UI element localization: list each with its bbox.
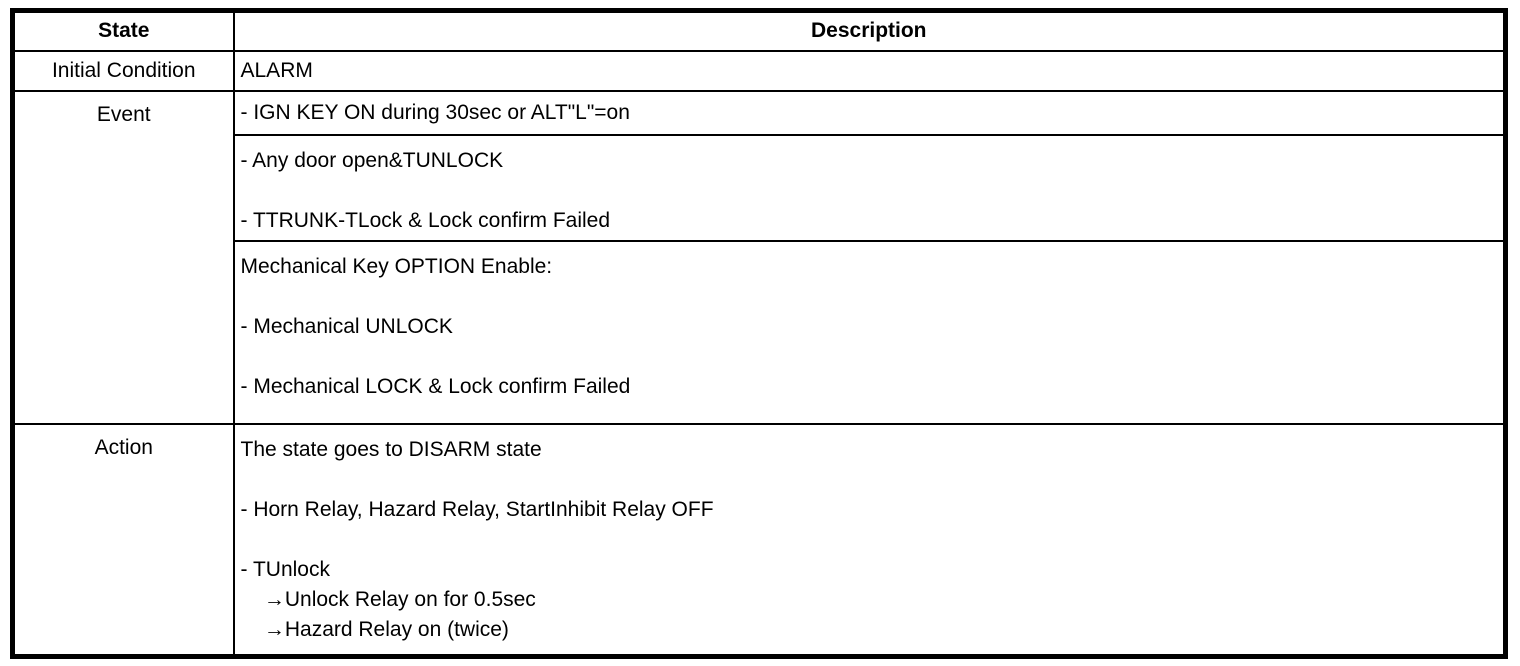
- blank-line: [241, 525, 1496, 555]
- description-line: Mechanical Key OPTION Enable:: [240, 254, 553, 278]
- table-row: - Any door open&TUNLOCK - TTRUNK-TLock &…: [13, 133, 1507, 242]
- state-column-header: State: [11, 9, 235, 52]
- description-line: The state goes to DISARM state: [240, 437, 542, 461]
- description-line arrow-line: →Hazard Relay on (twice): [240, 617, 509, 641]
- row-label-text: Action: [94, 435, 153, 459]
- event-label: Event: [11, 89, 235, 425]
- description-line: - Horn Relay, Hazard Relay, StartInhibit…: [240, 497, 714, 521]
- description-line: - Any door open&TUNLOCK: [240, 148, 504, 172]
- row-label-text: Initial Condition: [51, 58, 196, 82]
- row-label-text: Event: [96, 102, 151, 126]
- table-row: Mechanical Key OPTION Enable: - Mechanic…: [13, 239, 1507, 425]
- table-row: Initial Condition ALARM: [11, 49, 1507, 92]
- table-header-row: State Description: [11, 9, 1507, 52]
- action-cell: The state goes to DISARM state - Horn Re…: [232, 422, 1507, 658]
- description-line: - Mechanical LOCK & Lock confirm Failed: [240, 374, 631, 398]
- blank-line: [241, 176, 1496, 206]
- description-column-header: Description: [232, 9, 1507, 52]
- table-row: Action The state goes to DISARM state - …: [11, 422, 1507, 658]
- description-text: ALARM: [240, 58, 313, 82]
- description-line: - Mechanical UNLOCK: [240, 314, 453, 338]
- description-text: - IGN KEY ON during 30sec or ALT"L"=on: [240, 100, 630, 124]
- action-label: Action: [11, 422, 235, 658]
- blank-line: [241, 465, 1496, 495]
- event-cell-2: - Any door open&TUNLOCK - TTRUNK-TLock &…: [232, 133, 1507, 242]
- table-row: Event - IGN KEY ON during 30sec or ALT"L…: [11, 89, 1507, 425]
- initial-condition-value-cell: ALARM: [232, 49, 1507, 92]
- blank-line: [241, 282, 1496, 312]
- event-cell-1: - IGN KEY ON during 30sec or ALT"L"=on: [232, 89, 1507, 136]
- blank-line: [241, 342, 1496, 372]
- initial-condition-label: Initial Condition: [11, 49, 235, 92]
- description-line arrow-line: →Unlock Relay on for 0.5sec: [240, 587, 536, 611]
- alarm-state-table: State Description Initial Condition ALAR…: [10, 8, 1508, 659]
- description-line: - TTRUNK-TLock & Lock confirm Failed: [240, 208, 611, 232]
- event-cell-3: Mechanical Key OPTION Enable: - Mechanic…: [232, 239, 1507, 425]
- description-line: - TUnlock: [240, 557, 330, 581]
